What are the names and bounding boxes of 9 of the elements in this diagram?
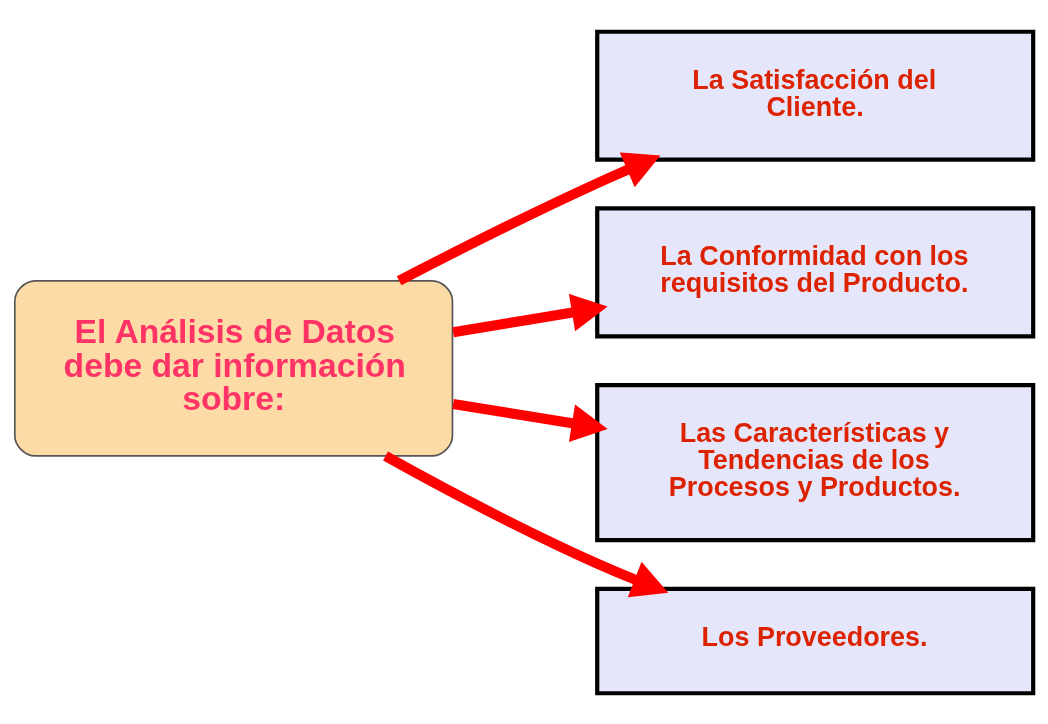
node-box: Los Proveedores. — [595, 586, 1036, 695]
node-box: La Conformidad con los requisitos del Producto. — [595, 205, 1036, 338]
node-box: El Análisis de Datos debe dar información sobre: — [13, 279, 454, 457]
arrow — [452, 398, 608, 442]
arrow — [383, 451, 669, 597]
node-box: Las Características y Tendencias de los Procesos y Productos. — [595, 382, 1036, 542]
arrow — [452, 293, 608, 337]
arrow — [396, 151, 661, 285]
node-box: La Satisfacción del Cliente. — [595, 29, 1036, 162]
